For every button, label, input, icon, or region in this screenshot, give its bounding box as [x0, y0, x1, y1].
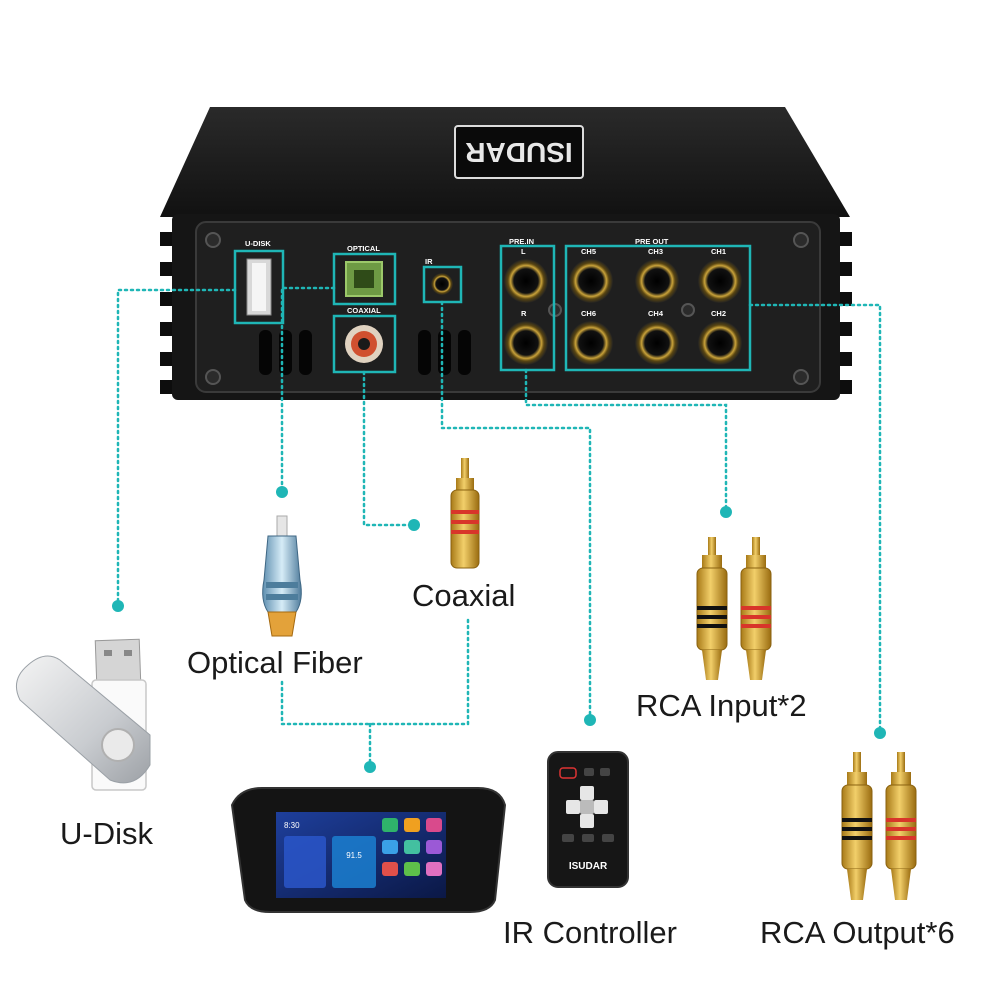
line-ir — [440, 300, 592, 722]
port-label-u-disk: U-DISK — [245, 239, 271, 248]
head-unit-app-icons — [382, 818, 442, 876]
port-label-ch5: CH5 — [581, 247, 596, 256]
label-ir-controller: IR Controller — [503, 915, 677, 950]
remote-dpad — [566, 786, 608, 828]
ch1-jack — [698, 259, 742, 303]
rca-output-left — [841, 752, 873, 900]
head-unit-time: 8:30 — [284, 821, 300, 830]
optical-port-hole — [354, 270, 374, 288]
line-u-disk — [116, 288, 237, 608]
head-unit-radio-freq: 91.5 — [346, 851, 362, 860]
ir-jack — [431, 273, 453, 295]
port-label-optical: OPTICAL — [347, 244, 380, 253]
ch4-jack — [635, 321, 679, 365]
port-label-ch3: CH3 — [648, 247, 663, 256]
line-headunit-merge — [280, 618, 470, 726]
line-coaxial — [362, 370, 416, 527]
connector-lines — [116, 286, 882, 769]
car-head-unit: 8:30 91.5 — [230, 787, 507, 913]
rca-input-right — [740, 537, 772, 680]
ir-remote-controller: ISUDAR — [547, 751, 629, 888]
port-label-pre-in-r: R — [521, 309, 527, 318]
port-label-ir: IR — [425, 257, 433, 266]
pre-in-l-jack — [504, 259, 548, 303]
rca-input-connectors — [696, 537, 772, 680]
port-label-pre-in: PRE.IN — [509, 237, 534, 246]
port-label-ch4: CH4 — [648, 309, 664, 318]
pre-out-highlight — [564, 244, 752, 372]
vent-slots — [259, 330, 471, 375]
usb-flash-drive — [15, 638, 151, 791]
ch5-jack — [569, 259, 613, 303]
connector-dots — [112, 486, 886, 773]
rca-output-connectors — [841, 752, 917, 900]
line-rca-input — [524, 368, 728, 514]
port-label-ch2: CH2 — [711, 309, 726, 318]
label-u-disk: U-Disk — [60, 816, 153, 851]
usb-port-tongue — [252, 263, 266, 311]
label-optical-fiber: Optical Fiber — [187, 645, 363, 680]
pre-in-r-jack — [504, 321, 548, 365]
line-optical — [280, 286, 336, 494]
label-rca-input: RCA Input*2 — [636, 688, 807, 723]
brand-badge-text: ISUDAR — [465, 137, 572, 168]
port-label-ch1: CH1 — [711, 247, 726, 256]
pre-in-highlight — [499, 244, 556, 372]
label-coaxial: Coaxial — [412, 578, 516, 613]
optical-highlight — [332, 252, 397, 306]
rca-input-left — [696, 537, 728, 680]
brand-badge: ISUDAR — [454, 125, 584, 179]
line-rca-output — [748, 303, 882, 735]
dsp-amplifier: ISUDAR U-DISK OPTICAL COAXIAL — [160, 107, 852, 400]
remote-brand: ISUDAR — [569, 861, 608, 872]
ch3-jack — [635, 259, 679, 303]
ch2-jack — [698, 321, 742, 365]
coaxial-jack-hole — [358, 338, 370, 350]
u-disk-highlight — [233, 249, 285, 325]
rca-output-right — [885, 752, 917, 900]
port-label-coaxial: COAXIAL — [347, 306, 381, 315]
coaxial-rca-connector — [450, 458, 480, 569]
ch6-jack — [569, 321, 613, 365]
port-label-ch6: CH6 — [581, 309, 596, 318]
port-label-pre-out: PRE OUT — [635, 237, 669, 246]
port-label-pre-in-l: L — [521, 247, 526, 256]
label-rca-output: RCA Output*6 — [760, 915, 955, 950]
remote-power-button — [559, 767, 577, 779]
optical-fiber-connector — [262, 515, 302, 637]
